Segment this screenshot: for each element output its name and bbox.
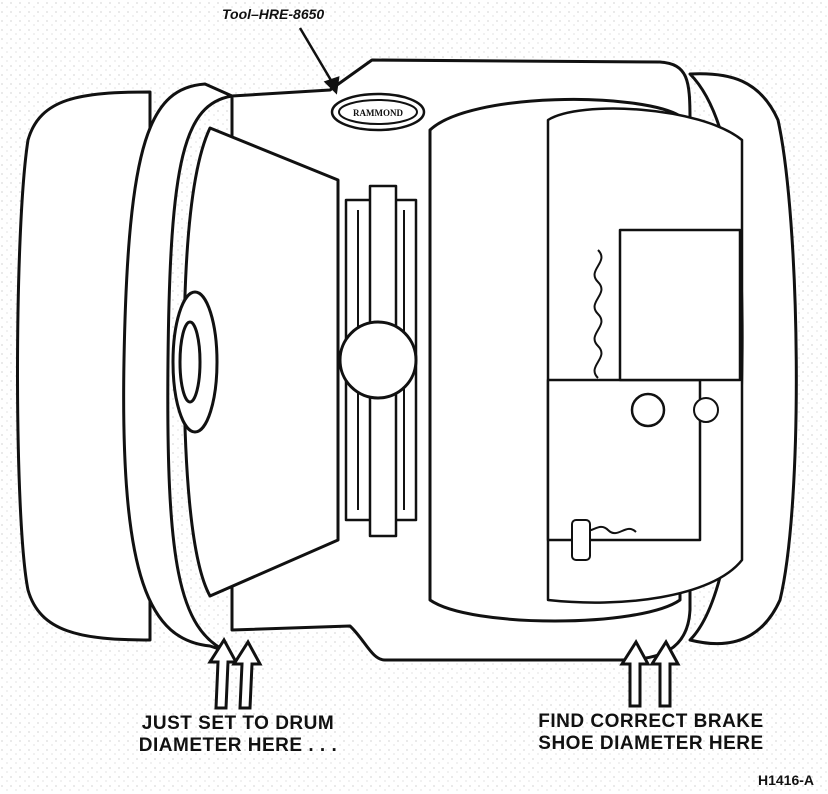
drum-callout-line2: DIAMETER HERE . . .	[138, 735, 338, 756]
shoe-diameter-callout: FIND CORRECT BRAKE SHOE DIAMETER HERE	[516, 711, 786, 755]
anchor-bolt	[630, 392, 666, 428]
drum-callout-line1: JUST SET TO DRUM	[141, 713, 335, 734]
left-arrow-1	[207, 637, 239, 710]
drum-hub-inner	[178, 320, 202, 404]
figure-id: H1416-A	[758, 772, 815, 788]
right-arrow-2	[649, 639, 681, 708]
tool-leader-line	[298, 27, 334, 83]
return-spring	[593, 249, 603, 379]
drum-diameter-callout: JUST SET TO DRUM DIAMETER HERE . . .	[108, 713, 368, 757]
adjusting-knob	[338, 320, 418, 400]
left-arrow-2	[231, 639, 263, 710]
right-arrow-1	[619, 639, 651, 708]
nameplate-text: RAMMOND	[353, 108, 403, 118]
shoe-callout-line2: SHOE DIAMETER HERE	[538, 733, 764, 754]
brake-drum	[16, 90, 152, 642]
anchor-block	[618, 228, 742, 382]
shoe-lining	[546, 378, 702, 542]
shoe-callout-line1: FIND CORRECT BRAKE	[538, 711, 764, 732]
tool-label: Tool–HRE-8650	[222, 6, 325, 22]
